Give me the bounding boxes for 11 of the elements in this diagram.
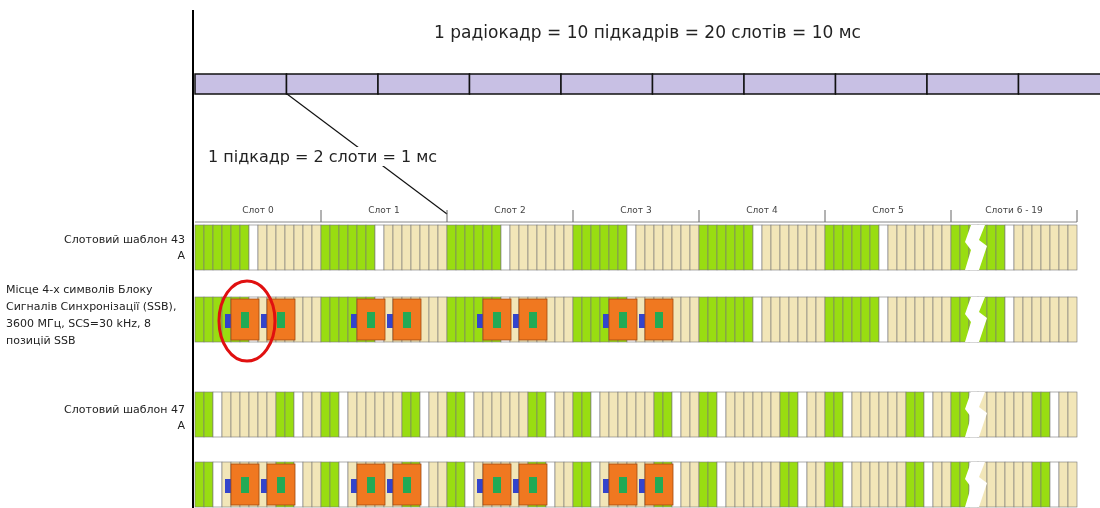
slot-label: Слот 2 bbox=[493, 205, 527, 215]
slot-label: Слот 5 bbox=[871, 205, 905, 215]
row-label: Слотовий шаблон 47 A bbox=[63, 402, 185, 434]
slot-label: Слот 3 bbox=[619, 205, 653, 215]
slot-label: Слот 0 bbox=[241, 205, 275, 215]
slot-label: Слот 4 bbox=[745, 205, 779, 215]
slot-label: Слот 1 bbox=[367, 205, 401, 215]
slot-label: Слоти 6 - 19 bbox=[984, 205, 1044, 215]
ssb-note: Місце 4-х символів Блоку Сигналів Синхронізації (SSB), 3600 МГц, SCS=30 kHz, 8 позицій SSB bbox=[6, 282, 178, 349]
row-label: Слотовий шаблон 43 A bbox=[63, 232, 185, 264]
frame-title: 1 радіокадр = 10 підкадрів = 20 слотів = 10 мс bbox=[433, 22, 862, 42]
